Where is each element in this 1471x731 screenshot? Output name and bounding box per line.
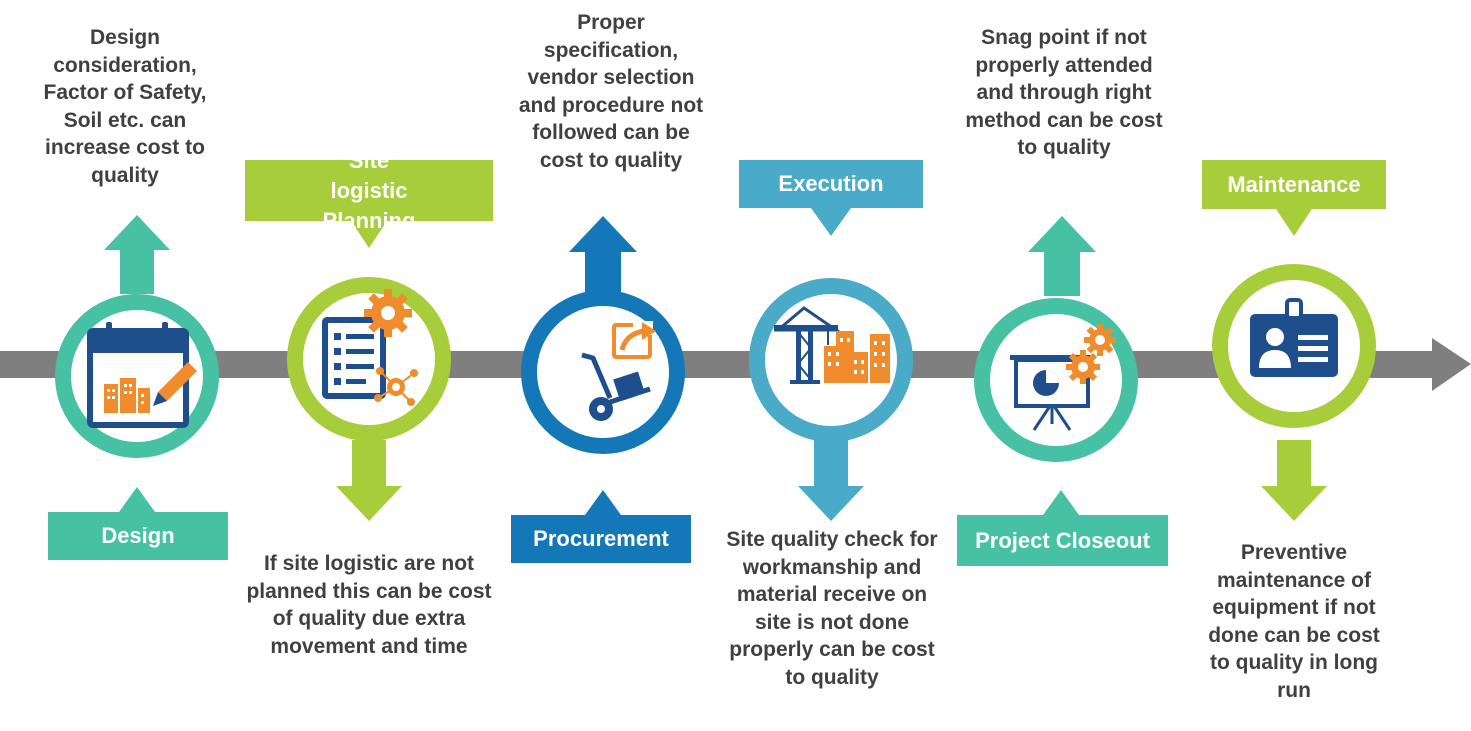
stage-execution bbox=[749, 208, 913, 521]
label-site-logistic-planning: Site logistic Planning bbox=[245, 148, 493, 233]
description-site-logistic-planning: If site logistic are not planned this ca… bbox=[246, 552, 492, 658]
calendar-buildings-pencil-icon bbox=[87, 322, 197, 428]
description-execution: Site quality check for workmanship and m… bbox=[726, 528, 938, 689]
presentation-chart-gears-icon bbox=[1010, 324, 1116, 431]
label-pointer bbox=[811, 208, 851, 236]
description-maintenance: Preventive maintenance of equipment if n… bbox=[1208, 541, 1380, 702]
down-arrow bbox=[336, 440, 402, 521]
label-design: Design bbox=[48, 512, 228, 560]
label-pointer bbox=[1276, 209, 1312, 236]
hand-truck-export-icon bbox=[581, 321, 656, 421]
label-pointer bbox=[351, 221, 387, 248]
label-pointer bbox=[119, 487, 155, 512]
up-arrow bbox=[1028, 216, 1096, 296]
crane-buildings-icon bbox=[773, 306, 890, 384]
description-procurement: Proper specification, vendor selection a… bbox=[518, 11, 704, 172]
down-arrow bbox=[1261, 440, 1327, 521]
stage-site-logistic-planning bbox=[287, 221, 451, 521]
timeline-arrow bbox=[0, 338, 1471, 391]
label-pointer bbox=[585, 490, 621, 515]
label-pointer bbox=[1043, 490, 1079, 515]
down-arrow bbox=[798, 440, 864, 521]
stage-maintenance bbox=[1212, 209, 1376, 521]
up-arrow bbox=[569, 216, 637, 296]
stage-ring bbox=[287, 277, 451, 441]
stage-project-closeout bbox=[974, 216, 1138, 515]
up-arrow bbox=[104, 215, 170, 294]
description-project-closeout: Snag point if not properly attended and … bbox=[965, 26, 1163, 159]
stage-procurement bbox=[521, 216, 685, 515]
label-project-closeout: Project Closeout bbox=[957, 515, 1168, 566]
description-design: Design consideration, Factor of Safety, … bbox=[43, 26, 207, 187]
label-procurement: Procurement bbox=[511, 515, 691, 563]
stage-design bbox=[55, 215, 219, 512]
stage-ring bbox=[521, 290, 685, 454]
label-maintenance: Maintenance bbox=[1202, 160, 1386, 209]
checklist-gear-network-icon bbox=[322, 289, 418, 406]
label-execution: Execution bbox=[739, 160, 923, 208]
id-badge-icon bbox=[1250, 298, 1338, 377]
